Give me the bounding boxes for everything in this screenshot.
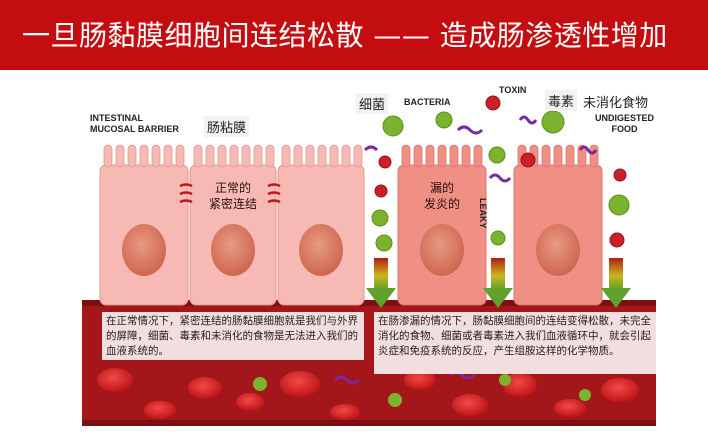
normal-info-text: 在正常情况下，紧密连结的肠黏膜细胞就是我们与外界的屏障，细菌、毒素和未消化的食物… [102, 312, 364, 360]
toxin-label-cn: 毒素 [545, 90, 578, 111]
intestinal-label-cn: 肠粘膜 [204, 116, 250, 137]
bacteria-icon [253, 374, 591, 407]
undigested-label-cn: 未消化食物 [583, 96, 649, 111]
virus-icon [374, 95, 627, 248]
nucleus [122, 224, 166, 276]
intestinal-label-en: INTESTINAL MUCOSAL BARRIER [90, 113, 179, 135]
toxin-strand-icon [363, 115, 598, 183]
undigested-label-line1: UNDIGESTED [595, 113, 655, 123]
bacteria-label-cn: 细菌 [356, 93, 389, 114]
intestinal-label-line1: INTESTINAL [90, 113, 143, 123]
page-title: 一旦肠黏膜细胞间连结松散 —— 造成肠渗透性增加 [22, 19, 668, 52]
intestinal-label-line2: MUCOSAL BARRIER [90, 124, 179, 134]
leaky-cell-label: 漏的 发炎的 [408, 180, 476, 212]
bacteria-label-en: BACTERIA [404, 97, 451, 107]
tight-junction-line2: 紧密连结 [208, 197, 257, 211]
toxin-strand-icon [333, 375, 361, 385]
leaky-label-en: LEAKY [478, 198, 488, 229]
title-banner: 一旦肠黏膜细胞间连结松散 —— 造成肠渗透性增加 [0, 0, 708, 70]
blood-cell-icon [97, 368, 639, 420]
tight-junction-line1: 正常的 [214, 181, 251, 195]
leaky-cell-line2: 发炎的 [423, 197, 460, 211]
toxin-label-en: TOXIN [499, 85, 527, 95]
leaky-info-text: 在肠渗漏的情况下，肠黏膜细胞间的连结变得松散，未完全消化的食物、细菌或者毒素进入… [374, 312, 656, 374]
undigested-label-en: UNDIGESTED FOOD [595, 113, 654, 135]
undigested-label-line2: FOOD [611, 124, 638, 134]
mucosal-cells [99, 144, 603, 306]
tight-junction-label: 正常的 紧密连结 [200, 180, 266, 212]
leaky-cell-line1: 漏的 [429, 181, 454, 195]
tight-junction-icon [179, 183, 281, 204]
down-arrow-icon [366, 258, 631, 308]
bacteria-icon [371, 110, 630, 252]
